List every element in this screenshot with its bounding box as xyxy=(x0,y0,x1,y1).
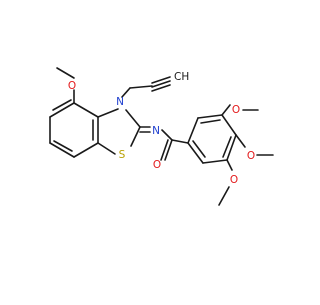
bond xyxy=(121,87,131,98)
nitrogen-label: N xyxy=(152,125,160,137)
bond xyxy=(73,102,99,118)
bond xyxy=(222,136,232,158)
bond xyxy=(226,134,237,161)
bond xyxy=(97,108,119,118)
bond xyxy=(130,126,141,147)
bond xyxy=(49,142,75,158)
bond xyxy=(160,139,169,161)
bond xyxy=(235,134,246,148)
bond xyxy=(221,104,231,116)
bond xyxy=(49,102,75,118)
bond xyxy=(218,186,230,206)
bond-layer xyxy=(49,67,274,206)
oxygen-label: O xyxy=(230,174,238,186)
bond xyxy=(151,84,171,92)
bond xyxy=(202,159,228,164)
atom-labels: O N S CH N O O O O xyxy=(68,71,255,186)
bond xyxy=(52,99,72,111)
bond xyxy=(200,119,221,124)
molecule-diagram: O N S CH N O O O O xyxy=(49,67,274,206)
bond xyxy=(164,139,173,161)
bond xyxy=(226,159,233,171)
bond xyxy=(125,109,141,128)
oxygen-label: O xyxy=(68,80,76,92)
oxygen-label: O xyxy=(232,104,240,116)
bond xyxy=(151,76,171,84)
bond xyxy=(192,140,206,158)
sulfur-label: S xyxy=(119,149,126,161)
bond xyxy=(73,142,99,158)
oxygen-label: O xyxy=(247,150,255,162)
bond xyxy=(151,80,171,88)
bond xyxy=(187,142,204,164)
nitrogen-label: N xyxy=(116,96,124,108)
bond xyxy=(187,117,199,144)
bond xyxy=(56,67,75,79)
terminal-ch-label: CH xyxy=(174,71,189,83)
bond xyxy=(197,114,223,119)
structure-svg: O N S CH N O O O O xyxy=(49,67,274,206)
bond xyxy=(221,114,237,136)
bond xyxy=(97,142,116,155)
bond xyxy=(129,85,153,89)
bond xyxy=(161,129,173,141)
bond xyxy=(53,140,73,152)
oxygen-label: O xyxy=(153,159,161,171)
bond xyxy=(171,139,189,144)
